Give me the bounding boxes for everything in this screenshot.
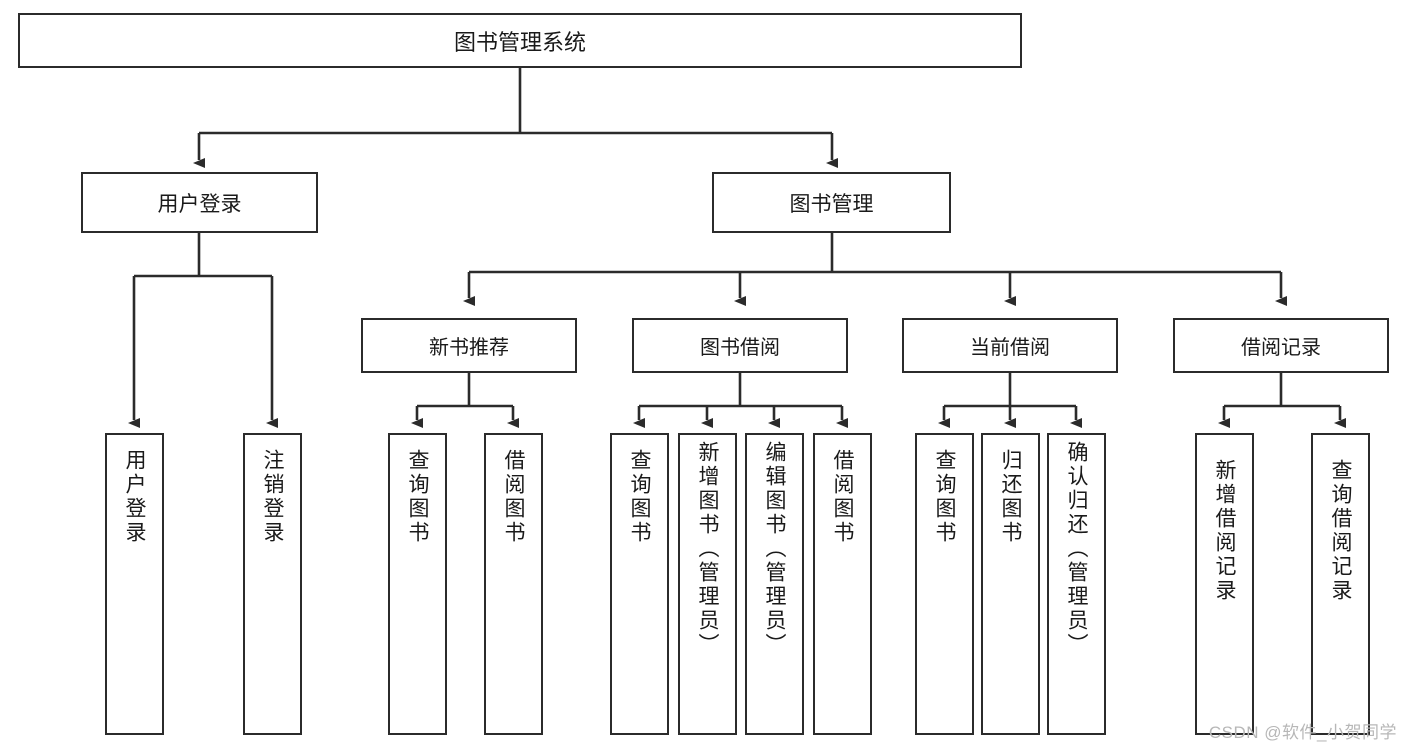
node-current-borrow-label: 当前借阅	[970, 337, 1050, 359]
leaf-confirm-return[interactable]: 确认归还（管理员）	[1047, 433, 1106, 735]
node-borrow-record-label: 借阅记录	[1241, 337, 1321, 359]
leaf-query-book-3[interactable]: 查询图书	[915, 433, 974, 735]
leaf-query-record[interactable]: 查询借阅记录	[1311, 433, 1370, 735]
leaf-user-login-label: 用户登录	[123, 449, 146, 545]
leaf-borrow-book-1-label: 借阅图书	[502, 449, 525, 545]
leaf-query-book-2-label: 查询图书	[628, 449, 651, 545]
leaf-user-login[interactable]: 用户登录	[105, 433, 164, 735]
leaf-return-book-label: 归还图书	[999, 449, 1022, 545]
node-book-borrow[interactable]: 图书借阅	[632, 318, 848, 373]
leaf-add-record-label: 新增借阅记录	[1213, 459, 1236, 603]
leaf-edit-book[interactable]: 编辑图书（管理员）	[745, 433, 804, 735]
leaf-confirm-return-label: 确认归还（管理员）	[1065, 441, 1088, 657]
leaf-user-logout[interactable]: 注销登录	[243, 433, 302, 735]
node-root-label: 图书管理系统	[453, 29, 586, 55]
node-current-borrow[interactable]: 当前借阅	[902, 318, 1118, 373]
watermark-text: CSDN @软件_小贺同学	[1208, 723, 1397, 742]
node-book-manage-label: 图书管理	[789, 192, 874, 216]
leaf-query-record-label: 查询借阅记录	[1329, 459, 1352, 603]
leaf-borrow-book-2[interactable]: 借阅图书	[813, 433, 872, 735]
leaf-add-record[interactable]: 新增借阅记录	[1195, 433, 1254, 735]
leaf-add-book-label: 新增图书（管理员）	[696, 441, 719, 657]
leaf-query-book-1[interactable]: 查询图书	[388, 433, 447, 735]
leaf-borrow-book-1[interactable]: 借阅图书	[484, 433, 543, 735]
node-borrow-record[interactable]: 借阅记录	[1173, 318, 1389, 373]
node-new-book-recommend[interactable]: 新书推荐	[361, 318, 577, 373]
leaf-add-book[interactable]: 新增图书（管理员）	[678, 433, 737, 735]
node-book-manage[interactable]: 图书管理	[712, 172, 951, 233]
leaf-query-book-3-label: 查询图书	[933, 449, 956, 545]
leaf-user-logout-label: 注销登录	[261, 449, 284, 545]
leaf-edit-book-label: 编辑图书（管理员）	[763, 441, 786, 657]
leaf-borrow-book-2-label: 借阅图书	[831, 449, 854, 545]
node-root[interactable]: 图书管理系统	[18, 13, 1022, 68]
node-user-login[interactable]: 用户登录	[81, 172, 318, 233]
leaf-query-book-1-label: 查询图书	[406, 449, 429, 545]
leaf-return-book[interactable]: 归还图书	[981, 433, 1040, 735]
leaf-query-book-2[interactable]: 查询图书	[610, 433, 669, 735]
node-new-book-recommend-label: 新书推荐	[429, 337, 509, 359]
node-user-login-label: 用户登录	[157, 192, 242, 216]
node-book-borrow-label: 图书借阅	[700, 337, 780, 359]
